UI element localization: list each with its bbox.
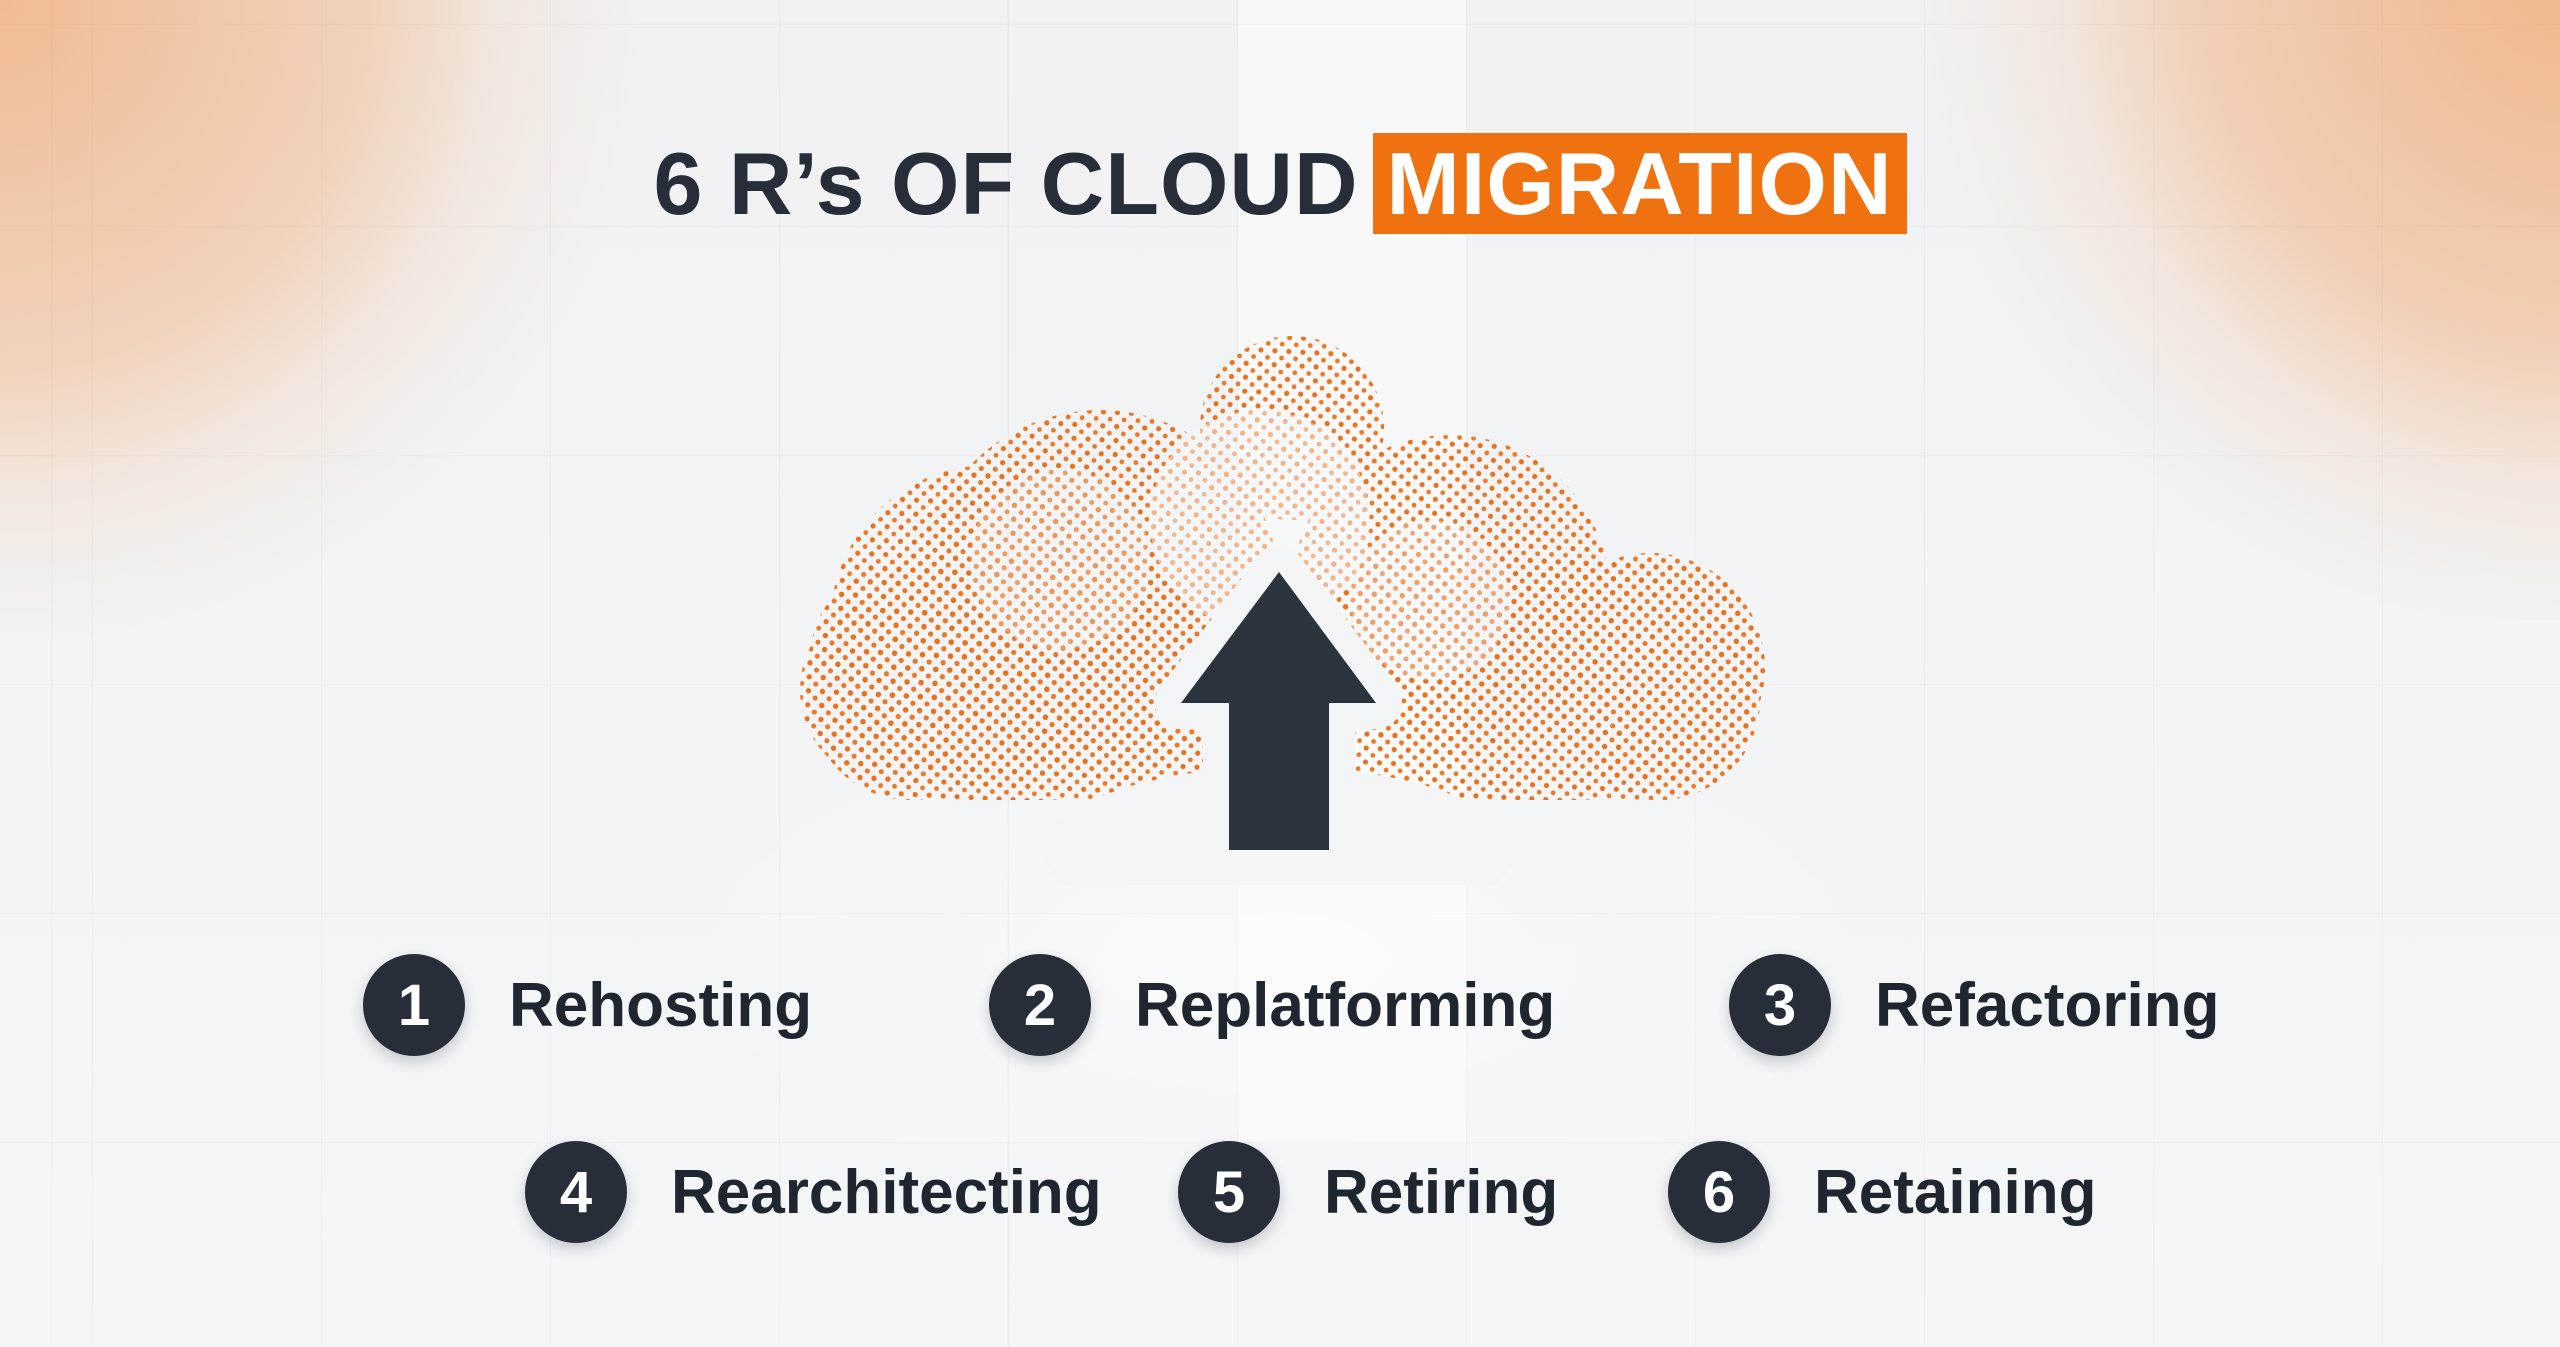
legend-item-refactoring: 3 Refactoring: [1729, 954, 2219, 1056]
step-number-badge: 6: [1668, 1141, 1770, 1243]
step-label: Rehosting: [509, 970, 813, 1040]
legend-item-retiring: 5 Retiring: [1178, 1141, 1558, 1243]
up-arrow-icon: [1181, 572, 1376, 850]
step-label: Replatforming: [1135, 970, 1556, 1040]
step-number-badge: 2: [989, 954, 1091, 1056]
legend-item-rehosting: 1 Rehosting: [363, 954, 812, 1056]
legend-item-retaining: 6 Retaining: [1668, 1141, 2096, 1243]
cloud-upload-illustration: [800, 336, 1765, 885]
legend-item-replatforming: 2 Replatforming: [989, 954, 1555, 1056]
step-label: Retiring: [1324, 1157, 1559, 1227]
step-number-badge: 3: [1729, 954, 1831, 1056]
title-highlight: MIGRATION: [1372, 133, 1907, 234]
step-label: Refactoring: [1875, 970, 2220, 1040]
step-label: Rearchitecting: [671, 1157, 1102, 1227]
cloud-inner-highlights: [970, 410, 1510, 680]
step-number-badge: 5: [1178, 1141, 1280, 1243]
step-number-badge: 1: [363, 954, 465, 1056]
title-text: 6 R’s OF CLOUD: [653, 133, 1359, 233]
page-title: 6 R’s OF CLOUD MIGRATION: [0, 133, 2560, 234]
step-number-badge: 4: [525, 1141, 627, 1243]
legend-item-rearchitecting: 4 Rearchitecting: [525, 1141, 1102, 1243]
step-label: Retaining: [1814, 1157, 2097, 1227]
